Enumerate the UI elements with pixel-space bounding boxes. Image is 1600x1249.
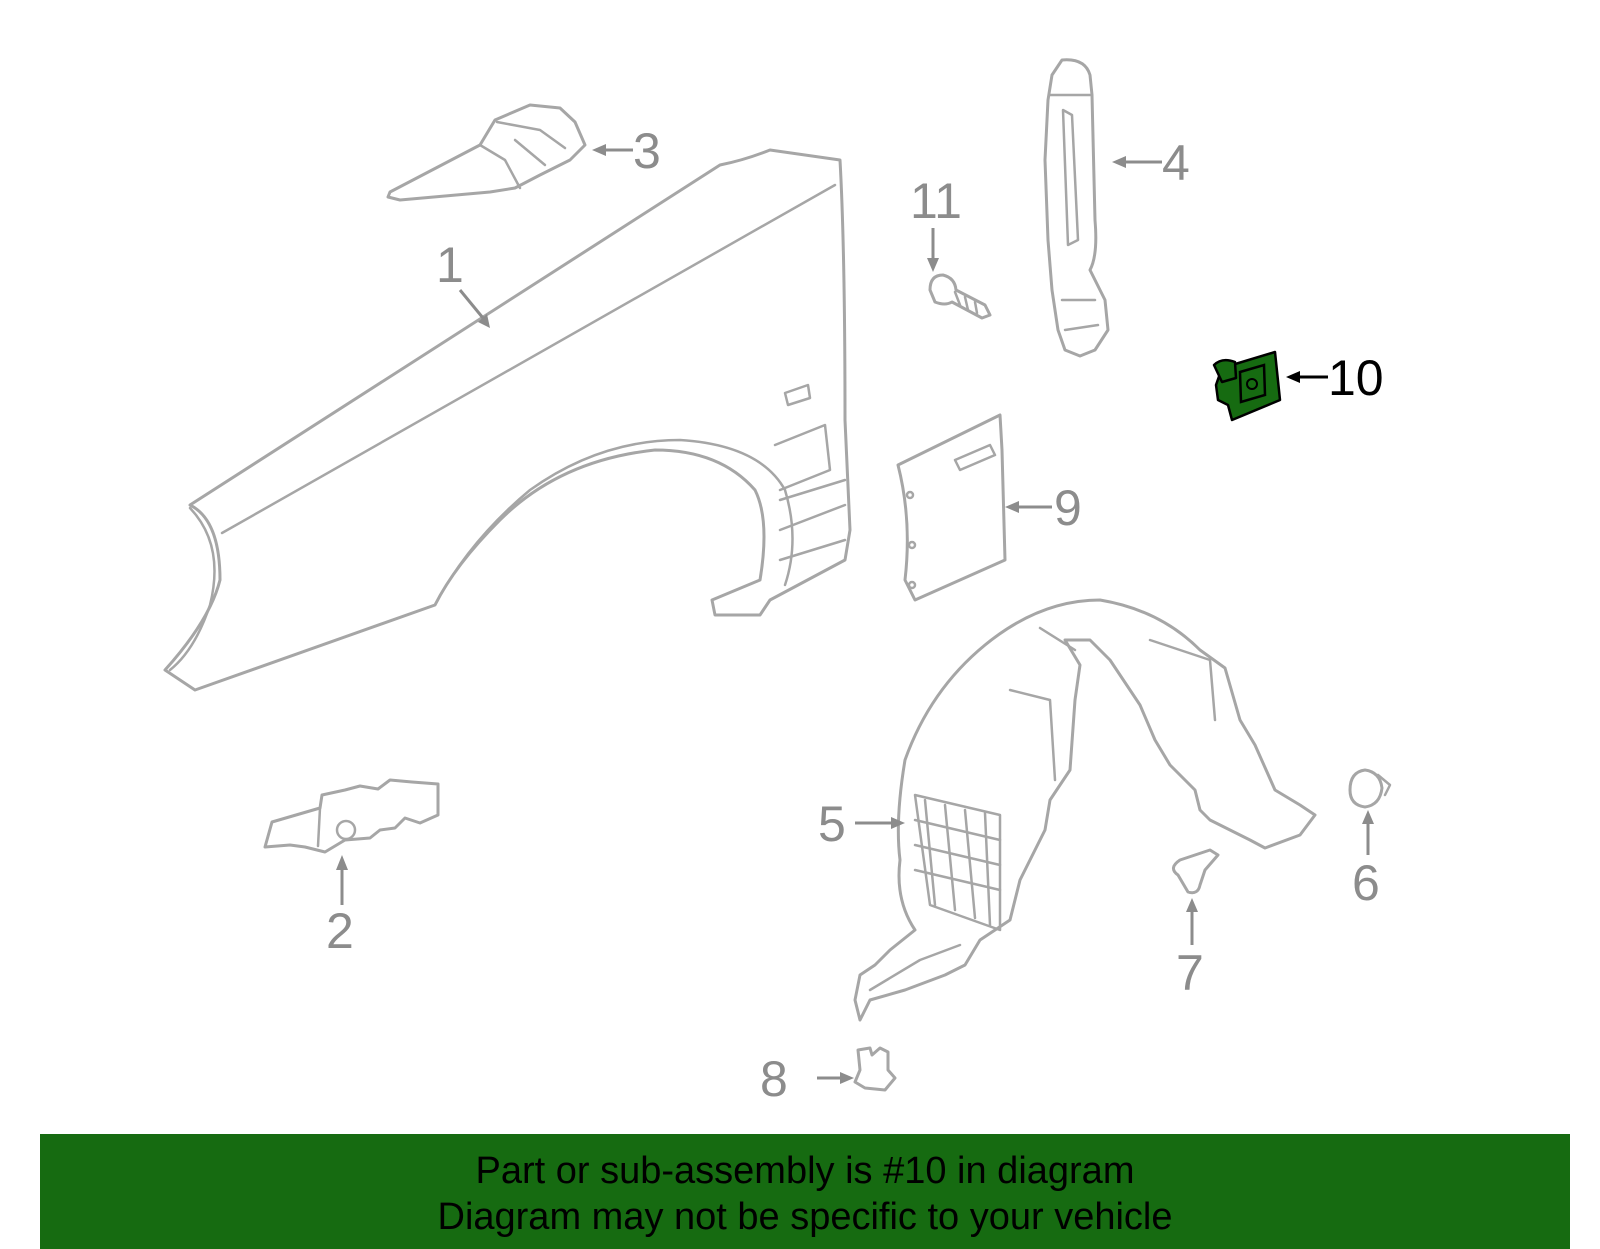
leader-8 <box>817 1072 854 1084</box>
leader-11 <box>927 228 939 272</box>
callout-3: 3 <box>633 123 661 179</box>
leader-2 <box>336 855 348 905</box>
callout-2: 2 <box>326 903 354 959</box>
callout-5: 5 <box>818 796 846 852</box>
callout-7: 7 <box>1176 945 1204 1001</box>
callout-10: 10 <box>1328 350 1384 406</box>
callout-11: 11 <box>910 173 962 229</box>
bolt-part-11[interactable] <box>928 273 992 320</box>
callout-1: 1 <box>436 237 464 293</box>
info-banner: Part or sub-assembly is #10 in diagram D… <box>40 1134 1570 1249</box>
fender-part[interactable] <box>163 148 852 692</box>
leader-4 <box>1112 156 1162 168</box>
leader-3 <box>592 144 633 156</box>
splash-guard-part[interactable] <box>896 413 1007 602</box>
retainer-nut-part-10[interactable] <box>1212 350 1282 422</box>
callout-4: 4 <box>1162 135 1190 191</box>
callout-8: 8 <box>760 1051 788 1107</box>
leader-9 <box>1005 501 1052 513</box>
callout-9: 9 <box>1054 480 1082 536</box>
callout-6: 6 <box>1352 855 1380 911</box>
leader-5 <box>855 817 905 829</box>
leader-1 <box>458 289 490 328</box>
push-pin-part-7[interactable] <box>1172 848 1220 895</box>
fender-seal-part[interactable] <box>386 103 587 202</box>
clip-part-8[interactable] <box>853 1046 897 1092</box>
leader-6 <box>1362 810 1374 855</box>
leader-10 <box>1286 371 1328 383</box>
fender-insulator-part[interactable] <box>1043 58 1110 358</box>
banner-line-1: Part or sub-assembly is #10 in diagram <box>475 1150 1135 1192</box>
fender-liner-part[interactable] <box>853 598 1317 1022</box>
banner-line-2: Diagram may not be specific to your vehi… <box>437 1196 1173 1238</box>
leader-7 <box>1186 898 1198 945</box>
clip-part-6[interactable] <box>1348 768 1392 809</box>
fender-bracket-part[interactable] <box>263 778 440 854</box>
